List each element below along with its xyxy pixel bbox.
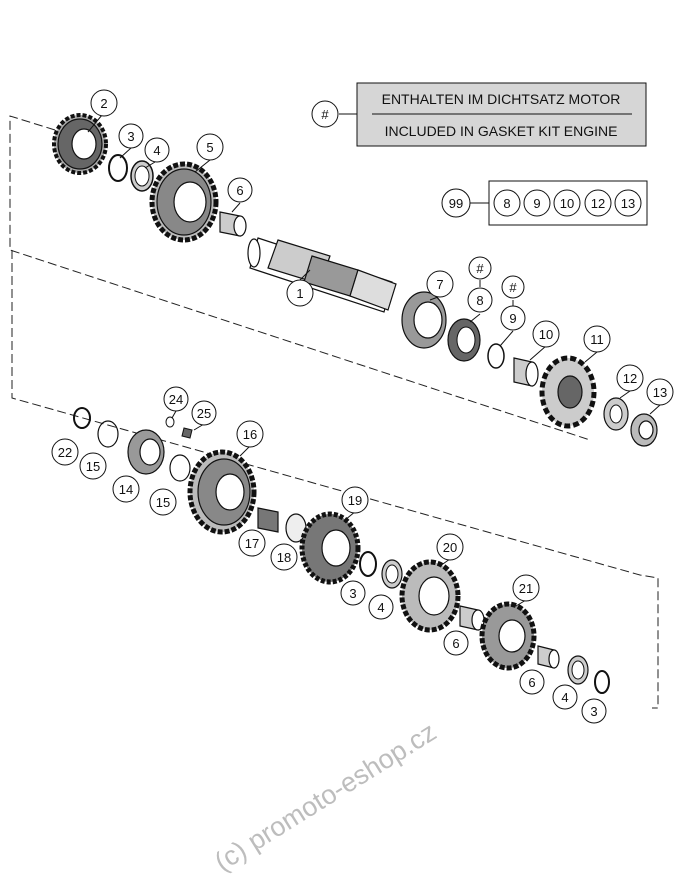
callout-6-top: 6	[236, 183, 243, 198]
callout-11: 11	[590, 332, 604, 347]
callout-13: 13	[653, 385, 667, 400]
upper-frame	[9, 115, 591, 441]
callout-17: 17	[245, 536, 259, 551]
bushing-10	[513, 357, 539, 387]
kit-item-12: 12	[591, 196, 605, 211]
callout-21: 21	[519, 581, 533, 596]
gear-5	[149, 161, 219, 243]
callout-22: 22	[58, 445, 72, 460]
needle-bearing-17	[257, 507, 279, 533]
callout-6-bottom: 6	[528, 675, 535, 690]
main-shaft	[247, 237, 397, 313]
callout-18: 18	[277, 550, 291, 565]
gear-19	[299, 511, 361, 585]
gear-2	[52, 113, 108, 175]
kit-item-10: 10	[560, 196, 574, 211]
ring-3-mid	[359, 551, 377, 577]
callout-25: 25	[197, 406, 211, 421]
callout-19: 19	[348, 493, 362, 508]
kit-item-8: 8	[503, 196, 510, 211]
callout-24: 24	[169, 392, 183, 407]
callout-16: 16	[243, 427, 257, 442]
callout-4-top: 4	[153, 143, 160, 158]
callout-9-mark: #	[509, 280, 517, 295]
callout-7: 7	[436, 277, 443, 292]
callout-20: 20	[443, 540, 457, 555]
washer-18	[285, 513, 307, 543]
washer-15-left	[97, 420, 119, 448]
callout-8-mark: #	[476, 261, 484, 276]
callout-2: 2	[100, 96, 107, 111]
bushing-6-mid	[459, 605, 485, 631]
callout-5: 5	[206, 140, 213, 155]
callout-3-bottom: 3	[590, 704, 597, 719]
callout-10: 10	[539, 327, 553, 342]
callout-1: 1	[296, 286, 303, 301]
watermark: (c) promoto-eshop.cz	[209, 716, 441, 877]
bearing-7	[401, 291, 447, 349]
assembly-frames	[9, 115, 659, 709]
ring-3-top	[108, 154, 128, 182]
callout-8: 8	[476, 293, 483, 308]
gear-16	[187, 449, 257, 535]
gear-20	[399, 559, 461, 633]
lower-frame	[11, 250, 659, 709]
gear-21	[479, 601, 537, 671]
washer-24	[165, 416, 175, 428]
sprocket-11	[539, 355, 597, 429]
screw-25	[181, 427, 193, 439]
callout-6-mid: 6	[452, 636, 459, 651]
kit-item-13: 13	[621, 196, 635, 211]
kit-99: 99 8 9 10 12 13	[441, 180, 648, 226]
callout-15-right: 15	[156, 495, 170, 510]
callout-12: 12	[623, 371, 637, 386]
callout-4-mid: 4	[377, 600, 384, 615]
bushing-6-top	[219, 211, 247, 237]
o-ring-9	[487, 343, 505, 369]
legend-line-1: ENTHALTEN IM DICHTSATZ MOTOR	[382, 91, 621, 107]
callout-14: 14	[119, 482, 133, 497]
callout-15-left: 15	[86, 459, 100, 474]
legend-line-2: INCLUDED IN GASKET KIT ENGINE	[385, 123, 618, 139]
legend-symbol: #	[321, 107, 329, 122]
bushing-6-bottom	[537, 645, 560, 669]
bearing-14	[127, 429, 165, 475]
callout-4-bottom: 4	[561, 690, 568, 705]
callouts: 2 3 4 5 6 1 7 # 8 # 9 10 11 12 13 24 25 …	[51, 89, 674, 724]
kit-label: 99	[449, 196, 463, 211]
circlip-22	[73, 407, 91, 429]
callout-3-top: 3	[127, 129, 134, 144]
nut-13	[630, 413, 658, 447]
kit-item-9: 9	[533, 196, 540, 211]
ring-3-bottom	[594, 670, 610, 694]
legend: # ENTHALTEN IM DICHTSATZ MOTOR INCLUDED …	[311, 82, 647, 147]
washer-15-right	[169, 454, 191, 482]
callout-3-mid: 3	[349, 586, 356, 601]
callout-9: 9	[509, 311, 516, 326]
